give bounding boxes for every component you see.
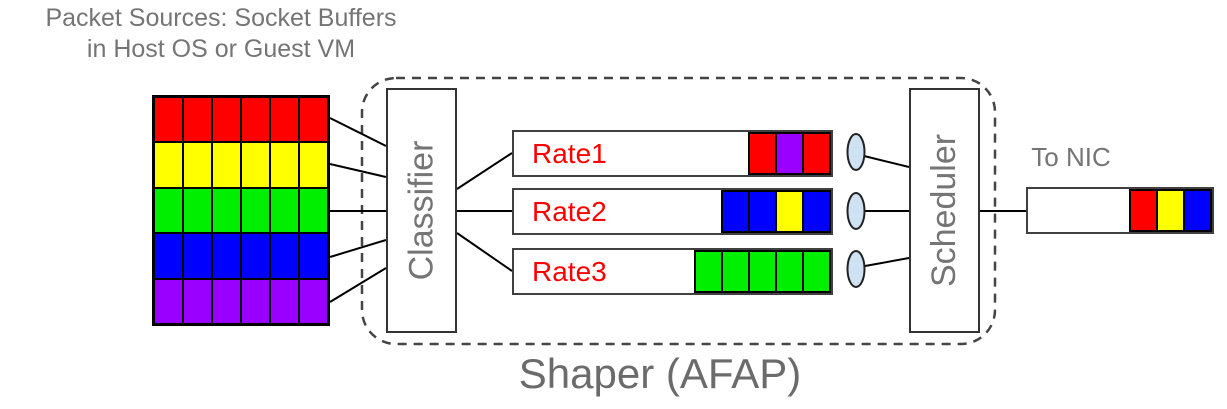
- connector-line-purple-row: [329, 267, 387, 303]
- buffer-cell-purple: [212, 278, 241, 324]
- source-buffer-grid: [152, 95, 330, 326]
- packet-cell: [802, 132, 831, 175]
- buffer-cell-purple: [154, 278, 183, 324]
- connector-line-yellow-row: [329, 163, 387, 178]
- rate3-label: Rate3: [532, 255, 607, 287]
- packet-cell: [802, 250, 831, 293]
- buffer-cell-red: [299, 97, 328, 143]
- buffer-cell-purple: [299, 278, 328, 324]
- buffer-cell-blue: [183, 233, 212, 279]
- connector-line-blue-row: [329, 239, 387, 258]
- connector-line-rate1: [456, 152, 513, 190]
- buffer-cell-red: [212, 97, 241, 143]
- buffer-cell-blue: [241, 233, 270, 279]
- classifier-label: Classifier: [402, 140, 440, 281]
- buffer-cell-blue: [154, 233, 183, 279]
- packet-cell: [802, 190, 831, 233]
- packet-cell: [775, 250, 804, 293]
- packet-cell: [748, 190, 777, 233]
- buffer-cell-yellow: [299, 142, 328, 188]
- connector-line-valve1: [863, 155, 910, 168]
- buffer-cell-yellow: [270, 142, 299, 188]
- buffer-cell-green: [212, 187, 241, 234]
- buffer-cell-red: [183, 97, 212, 143]
- connector-line-rate3: [456, 232, 513, 272]
- shaper-caption: Shaper (AFAP): [518, 350, 802, 397]
- connector-line-valve3: [864, 257, 910, 267]
- nic-output-cells: [1129, 189, 1212, 232]
- buffer-cell-red: [270, 97, 299, 143]
- packet-cell: [1183, 189, 1212, 232]
- buffer-cell-red: [154, 97, 183, 143]
- valve-icon: [846, 192, 866, 230]
- buffer-cell-blue: [212, 233, 241, 279]
- buffer-cell-purple: [270, 278, 299, 324]
- rate1-label: Rate1: [532, 137, 607, 169]
- packet-cell: [748, 132, 777, 175]
- buffer-cell-purple: [183, 278, 212, 324]
- scheduler-box: Scheduler: [909, 88, 980, 333]
- classifier-box: Classifier: [386, 88, 457, 333]
- packet-cell: [775, 190, 804, 233]
- buffer-cell-yellow: [183, 142, 212, 188]
- rate3-cells: [694, 250, 831, 293]
- rate2-cells: [721, 190, 831, 233]
- rate1-queue: Rate1: [512, 130, 833, 177]
- to-nic-label: To NIC: [1031, 142, 1111, 172]
- buffer-cell-blue: [299, 233, 328, 279]
- packet-sources-title-line1: Packet Sources: Socket Buffers: [45, 4, 397, 32]
- packet-sources-title: Packet Sources: Socket Buffers in Host O…: [0, 3, 442, 64]
- packet-cell: [721, 250, 750, 293]
- nic-output-buffer: [1026, 187, 1214, 234]
- buffer-cell-green: [299, 187, 328, 234]
- buffer-cell-green: [270, 187, 299, 234]
- buffer-cell-green: [183, 187, 212, 234]
- buffer-cell-green: [241, 187, 270, 234]
- rate2-queue: Rate2: [512, 188, 833, 235]
- buffer-cell-red: [241, 97, 270, 143]
- buffer-cell-yellow: [154, 142, 183, 188]
- packet-cell: [748, 250, 777, 293]
- packet-cell: [775, 132, 804, 175]
- buffer-cell-purple: [241, 278, 270, 324]
- scheduler-label: Scheduler: [925, 133, 964, 288]
- packet-cell: [694, 250, 723, 293]
- rate2-label: Rate2: [532, 195, 607, 227]
- packet-cell: [1129, 189, 1158, 232]
- connector-line-red-row: [329, 117, 387, 147]
- buffer-cell-yellow: [241, 142, 270, 188]
- packet-sources-title-line2: in Host OS or Guest VM: [86, 34, 356, 63]
- buffer-cell-green: [154, 187, 183, 234]
- valve-icon: [846, 133, 866, 171]
- rate3-queue: Rate3: [512, 248, 833, 295]
- buffer-cell-blue: [270, 233, 299, 279]
- rate1-cells: [748, 132, 831, 175]
- buffer-cell-yellow: [212, 142, 241, 188]
- packet-cell: [1156, 189, 1185, 232]
- valve-icon: [846, 250, 866, 288]
- packet-cell: [721, 190, 750, 233]
